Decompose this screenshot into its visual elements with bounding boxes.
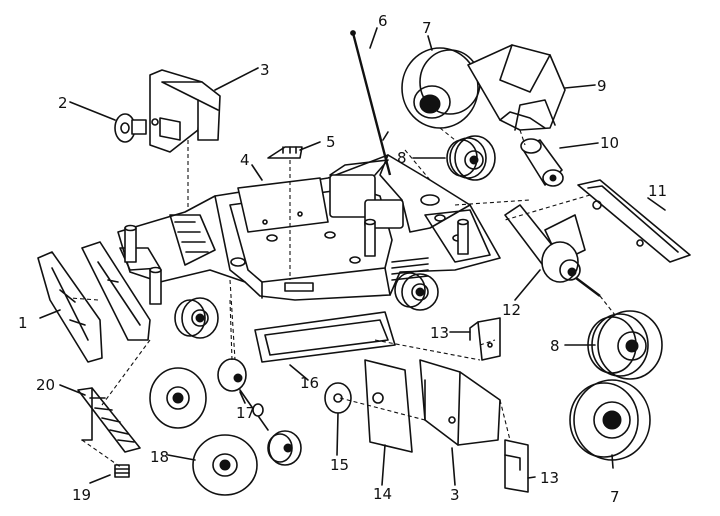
clip (267, 146, 303, 159)
front-wheel-right (394, 272, 439, 311)
label-18: 18 (150, 448, 169, 466)
chassis-plate (237, 177, 329, 233)
label-16: 16 (300, 374, 319, 392)
bracket-upper (469, 317, 501, 361)
label-17: 17 (236, 404, 255, 422)
leader-lines (39, 27, 666, 486)
label-1: 1 (18, 314, 28, 332)
label-7-bottom: 7 (610, 488, 620, 506)
label-20: 20 (36, 376, 55, 394)
label-13-upper: 13 (430, 324, 449, 342)
coil-spring (391, 257, 429, 281)
label-8-bottom: 8 (550, 337, 560, 355)
gear-motor-block-top (149, 69, 221, 153)
steering-linkage (217, 358, 302, 466)
label-3-top: 3 (260, 61, 270, 79)
gear-motor-block-lower (419, 359, 501, 446)
label-14: 14 (373, 485, 392, 503)
label-7-top: 7 (422, 19, 432, 37)
label-6: 6 (378, 12, 388, 30)
label-4: 4 (240, 151, 250, 169)
label-3-bottom: 3 (450, 486, 460, 504)
chassis (117, 154, 501, 305)
rear-axle-assembly (504, 204, 601, 297)
assembly-guide-lines (69, 127, 616, 469)
bottom-plate (254, 311, 396, 363)
pinion-gear-lower (587, 310, 663, 380)
label-19: 19 (72, 486, 91, 504)
label-12: 12 (502, 301, 521, 319)
front-wheel-18-upper (149, 367, 207, 429)
front-bumper (37, 251, 103, 363)
front-wheel-left (174, 297, 219, 339)
label-8-top: 8 (397, 149, 407, 167)
motor (520, 138, 564, 187)
front-wheel-18-lower (192, 434, 258, 496)
bracket-lower (504, 439, 529, 493)
antenna (350, 30, 392, 176)
grille-insert (77, 387, 141, 453)
spur-gear (324, 382, 352, 414)
circuit-board (364, 359, 413, 453)
pinion-gear-top (446, 135, 496, 181)
rear-wheel-top (401, 47, 481, 129)
front-grille (81, 241, 151, 341)
label-15: 15 (330, 456, 349, 474)
label-2: 2 (58, 94, 68, 112)
label-10: 10 (600, 134, 619, 152)
rear-wheel-lower (569, 379, 651, 461)
small-spring (114, 464, 130, 478)
label-9: 9 (597, 77, 607, 95)
label-11: 11 (648, 182, 667, 200)
label-13-lower: 13 (540, 469, 559, 487)
callout-labels: 1 2 3 3 4 5 6 7 7 8 8 9 10 11 12 13 13 1… (18, 12, 667, 506)
drive-gear (114, 113, 147, 143)
body-shell (467, 44, 566, 131)
side-rail (577, 179, 691, 263)
label-5: 5 (326, 133, 336, 151)
